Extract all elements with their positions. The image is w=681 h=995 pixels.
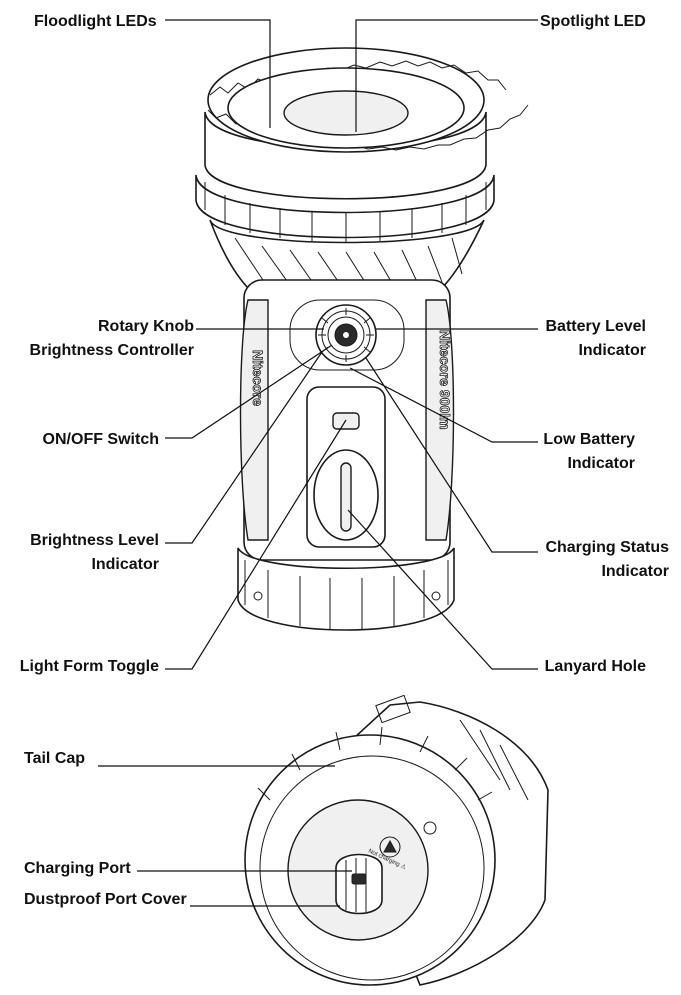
label-on-off-switch: ON/OFF Switch [43, 431, 159, 448]
label-charging-port: Charging Port [24, 860, 131, 877]
label-floodlight-leds: Floodlight LEDs [34, 13, 157, 30]
warning-icon [383, 839, 397, 853]
tail-ring [237, 547, 455, 631]
leader-lines [98, 19, 538, 907]
tail-cap-illustration: Not charging ⚠ [244, 694, 549, 986]
flashlight-body: Nitecore Nitecore 900lm [239, 279, 455, 561]
label-rotary-knob: Rotary Knob [98, 318, 194, 335]
label-dustproof-port-cover: Dustproof Port Cover [24, 891, 187, 908]
label-light-form-toggle: Light Form Toggle [20, 658, 159, 675]
label-low-battery: Low Battery [543, 431, 635, 448]
head-collar [195, 174, 495, 242]
charging-port[interactable] [351, 873, 367, 885]
label-tail-cap: Tail Cap [24, 750, 85, 767]
label-low-battery-indicator: Indicator [567, 455, 635, 472]
label-lanyard-hole: Lanyard Hole [545, 658, 646, 675]
label-brightness-level: Brightness Level [30, 532, 159, 549]
callout-labels: Floodlight LEDs Spotlight LED Rotary Kno… [20, 13, 669, 908]
label-brightness-controller: Brightness Controller [30, 342, 194, 359]
rotary-knob[interactable] [315, 304, 377, 366]
label-brightness-level-indicator: Indicator [91, 556, 159, 573]
lanyard-hole[interactable] [340, 462, 352, 532]
brand-marking-right: Nitecore 900lm [437, 330, 453, 430]
label-charging-status: Charging Status [545, 539, 669, 556]
label-battery-level-indicator: Indicator [578, 342, 646, 359]
label-charging-status-indicator: Indicator [601, 563, 669, 580]
label-spotlight-led: Spotlight LED [540, 13, 646, 30]
label-battery-level: Battery Level [546, 318, 647, 335]
flashlight-front-illustration: Nitecore Nitecore 900lm [195, 47, 529, 631]
head-bezel [204, 47, 529, 200]
spotlight-lens [283, 90, 409, 136]
head-neck [209, 219, 485, 291]
